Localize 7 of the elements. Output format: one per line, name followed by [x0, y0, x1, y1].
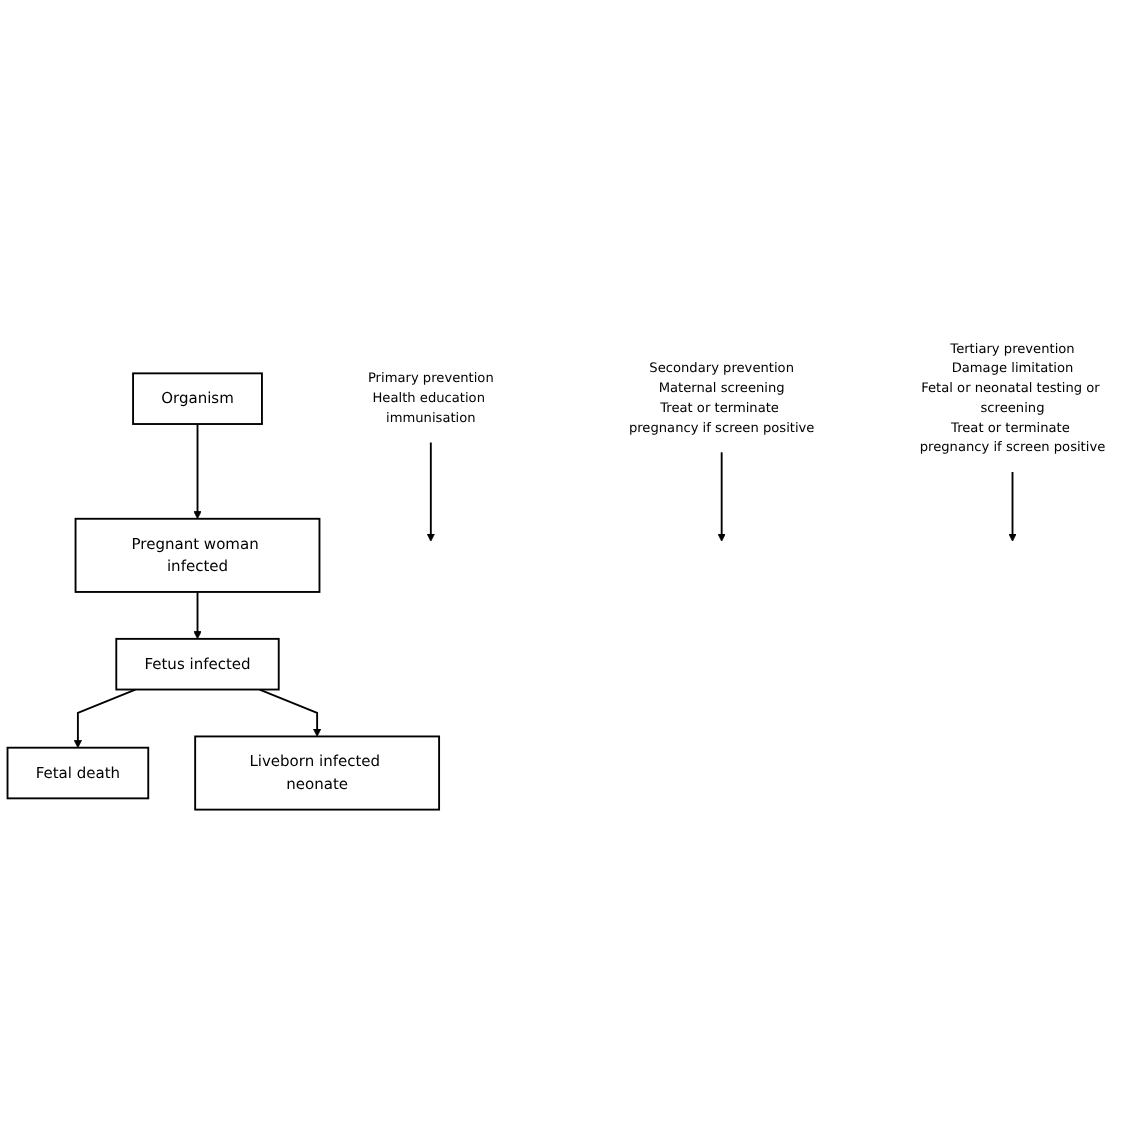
- arrow: [426, 440, 435, 542]
- arrow: [73, 688, 137, 748]
- arrow: [193, 422, 202, 519]
- arrow: [717, 450, 726, 542]
- arrow: [258, 688, 322, 737]
- arrow: [193, 590, 202, 639]
- arrow: [1008, 470, 1017, 542]
